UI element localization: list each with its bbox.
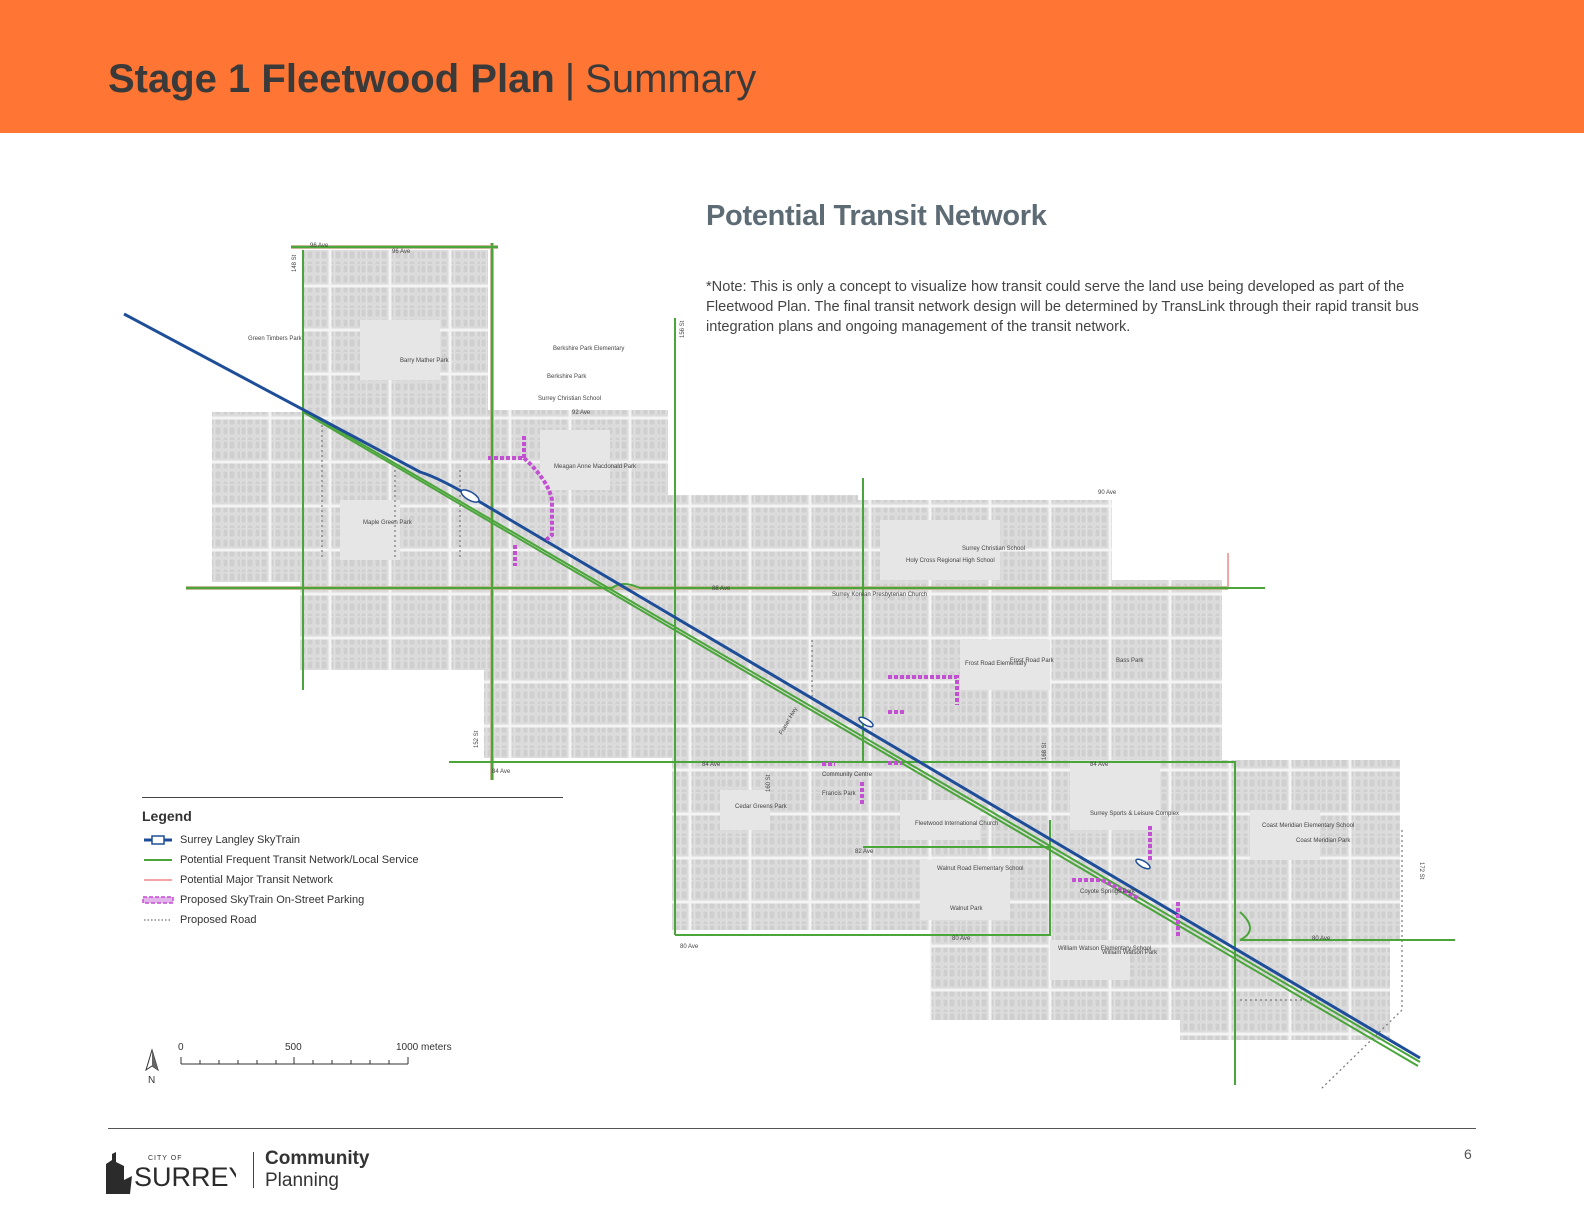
green-line-legend-icon	[142, 854, 174, 866]
legend-label-frequent: Potential Frequent Transit Network/Local…	[180, 854, 419, 866]
label-green-timbers: Green Timbers Park	[248, 336, 303, 342]
surrey-logo: CITY OF SURREY	[106, 1152, 236, 1194]
label-82ave: 82 Ave	[855, 849, 874, 855]
label-berkshire-elem: Berkshire Park Elementary	[553, 346, 624, 352]
label-meagan: Meagan Anne Macdonald Park	[554, 464, 637, 470]
label-96ave-b: 96 Ave	[392, 249, 411, 255]
label-maple-green: Maple Green Park	[363, 520, 413, 526]
footer-rule	[108, 1128, 1476, 1129]
surrey-logo-icon	[106, 1152, 132, 1194]
footer-separator	[253, 1152, 254, 1188]
legend-item-skytrain: Surrey Langley SkyTrain	[142, 830, 418, 850]
label-holy-cross: Holy Cross Regional High School	[906, 558, 995, 564]
label-96ave-a: 96 Ave	[310, 243, 329, 249]
label-berkshire-park: Berkshire Park	[547, 374, 587, 380]
title-main: Stage 1 Fleetwood Plan	[108, 57, 555, 101]
parking-legend-icon	[142, 894, 174, 906]
label-80ave-a: 80 Ave	[680, 944, 699, 950]
page-title: Stage 1 Fleetwood Plan|Summary	[108, 56, 756, 102]
legend-label-major: Potential Major Transit Network	[180, 874, 333, 886]
legend-label-parking: Proposed SkyTrain On-Street Parking	[180, 894, 365, 906]
logo-small-text: CITY OF	[148, 1155, 182, 1162]
label-168st: 168 St	[1042, 742, 1048, 760]
label-frost-elem: Frost Road Elementary	[965, 661, 1027, 667]
label-152st: 152 St	[474, 730, 480, 748]
label-156st: 156 St	[680, 320, 686, 338]
legend-item-major: Potential Major Transit Network	[142, 870, 418, 890]
label-walnut-elem: Walnut Road Elementary School	[937, 866, 1024, 872]
map-labels: 96 Ave 96 Ave 148 St Green Timbers Park …	[248, 243, 1424, 956]
label-coyote: Coyote Springs Park	[1080, 889, 1136, 895]
header-bar: Stage 1 Fleetwood Plan|Summary	[0, 0, 1584, 133]
scale-bar: N 0 500 1000 meters	[145, 1042, 452, 1086]
label-barry-mather: Barry Mather Park	[400, 358, 450, 364]
label-84ave-a: 84 Ave	[492, 769, 511, 775]
page-number: 6	[1464, 1146, 1472, 1162]
legend-label-proposed-road: Proposed Road	[180, 914, 257, 926]
scale-label-0: 0	[178, 1042, 184, 1053]
label-cedar-greens: Cedar Greens Park	[735, 804, 788, 810]
label-surrey-korean: Surrey Korean Presbyterian Church	[832, 592, 927, 598]
label-bass-park: Bass Park	[1116, 658, 1144, 664]
skytrain-parking	[488, 434, 1180, 936]
label-172st: 172 St	[1418, 862, 1424, 880]
label-coast-meridian-park: Coast Meridian Park	[1296, 838, 1351, 844]
label-frost-park: Frost Road Park	[1010, 658, 1055, 664]
label-william-watson-park: William Watson Park	[1102, 950, 1158, 956]
transit-map: 96 Ave 96 Ave 148 St Green Timbers Park …	[123, 243, 1455, 1091]
map-note: *Note: This is only a concept to visuali…	[706, 279, 1419, 335]
label-92ave: 92 Ave	[572, 410, 591, 416]
title-sub: Summary	[585, 57, 757, 101]
label-surrey-christian-2: Surrey Christian School	[962, 546, 1025, 552]
dotted-line-legend-icon	[142, 914, 174, 926]
label-90ave: 90 Ave	[1098, 490, 1117, 496]
label-community-centre: Community Centre	[822, 772, 873, 778]
label-80ave-c: 80 Ave	[1312, 936, 1331, 942]
legend: Legend Surrey Langley SkyTrain Potential…	[142, 808, 418, 930]
urban-fabric	[212, 250, 1400, 1040]
map-title: Potential Transit Network	[706, 200, 1047, 232]
logo-main-text: SURREY	[134, 1162, 236, 1192]
legend-rule	[142, 797, 563, 798]
legend-label-skytrain: Surrey Langley SkyTrain	[180, 834, 301, 846]
legend-item-frequent: Potential Frequent Transit Network/Local…	[142, 850, 418, 870]
department-sub: Planning	[265, 1170, 339, 1191]
label-william-watson-elem: William Watson Elementary School	[1058, 946, 1151, 952]
scale-label-1000: 1000 meters	[396, 1042, 452, 1053]
title-separator: |	[564, 57, 576, 101]
legend-item-proposed-road: Proposed Road	[142, 910, 418, 930]
label-surrey-sports: Surrey Sports & Leisure Complex	[1090, 811, 1179, 817]
department-name: Community Planning	[265, 1148, 370, 1192]
skytrain-line	[123, 312, 1421, 1060]
label-148st: 148 St	[292, 254, 298, 272]
label-84ave-c: 84 Ave	[1090, 762, 1109, 768]
label-160st: 160 St	[766, 774, 772, 792]
label-surrey-christian-1: Surrey Christian School	[538, 396, 601, 402]
north-label: N	[148, 1075, 155, 1086]
department-bold: Community	[265, 1148, 370, 1169]
label-coast-meridian-elem: Coast Meridian Elementary School	[1262, 823, 1354, 829]
scale-label-500: 500	[285, 1042, 302, 1053]
label-fleetwood-church: Fleetwood International Church	[915, 821, 998, 827]
label-80ave-b: 80 Ave	[952, 936, 971, 942]
skytrain-legend-icon	[142, 834, 174, 846]
label-84ave-b: 84 Ave	[702, 762, 721, 768]
label-88ave: 88 Ave	[712, 586, 731, 592]
pink-line-legend-icon	[142, 874, 174, 886]
frequent-transit-network	[186, 243, 1455, 1085]
proposed-roads	[321, 420, 1403, 1091]
north-arrow-icon: N	[145, 1048, 159, 1086]
legend-item-parking: Proposed SkyTrain On-Street Parking	[142, 890, 418, 910]
label-francis-park: Francis Park	[822, 791, 857, 797]
legend-title: Legend	[142, 808, 192, 824]
label-walnut-park: Walnut Park	[950, 906, 983, 912]
